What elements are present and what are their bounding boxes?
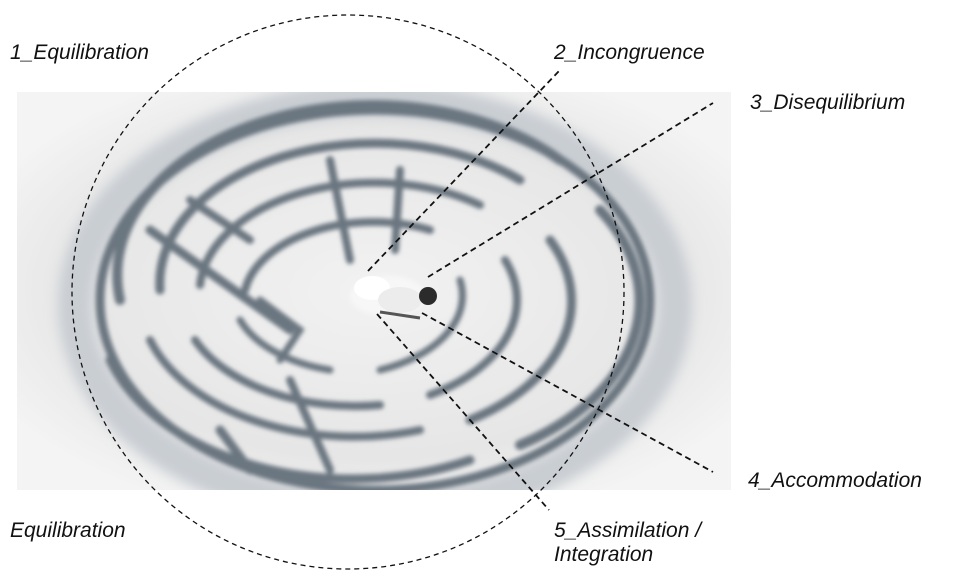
label-incongruence-stage: 2_Incongruence bbox=[554, 40, 705, 65]
label-equilibration-bottom: Equilibration bbox=[10, 518, 126, 543]
label-integration-stage: Integration bbox=[554, 542, 653, 567]
label-assimilation-stage: 5_Assimilation / bbox=[554, 518, 701, 543]
label-disequilibrium-stage: 3_Disequilibrium bbox=[750, 90, 905, 115]
label-accommodation-stage: 4_Accommodation bbox=[748, 468, 922, 493]
label-equilibration-stage: 1_Equilibration bbox=[10, 40, 149, 65]
